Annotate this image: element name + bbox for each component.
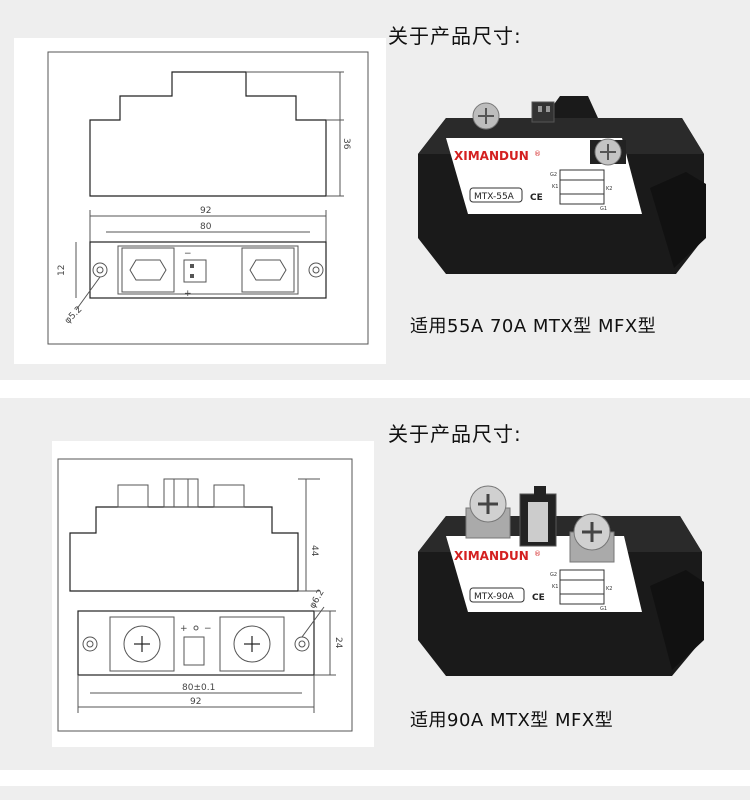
- pin-label-k2: K2: [606, 586, 612, 592]
- pin-label-k2: K2: [606, 186, 612, 192]
- brand-name: XIMANDUN: [454, 149, 529, 163]
- ce-mark: CE: [530, 193, 543, 203]
- pin-label-k1: K1: [552, 584, 558, 590]
- pin-label-g1: G1: [600, 206, 607, 212]
- dim-side-label: 12: [57, 265, 67, 276]
- section-caption: 适用55A 70A MTX型 MFX型: [410, 316, 657, 337]
- dim-height-label: 44: [309, 545, 319, 557]
- section-heading: 关于产品尺寸:: [388, 422, 522, 446]
- product-photo-mtx-90a: XIMANDUN ® MTX-90A CE G2 K1 K2 G1: [410, 480, 710, 680]
- technical-drawing-90a: 44 + − φ6.2 24 80±0.1 92: [52, 441, 374, 747]
- pin-label-k1: K1: [552, 184, 558, 190]
- model-badge: MTX-55A: [474, 192, 515, 202]
- terminal-plus-label: +: [184, 289, 192, 299]
- product-photo-mtx-55a: XIMANDUN ® MTX-55A CE G2 K1 K2 G1: [412, 88, 712, 278]
- pin-label-g2: G2: [550, 172, 557, 178]
- terminal-minus-label: −: [184, 249, 192, 259]
- dim-total-width-label: 92: [200, 206, 211, 216]
- section-heading: 关于产品尺寸:: [388, 24, 522, 48]
- terminal-minus-label: −: [204, 624, 212, 634]
- ce-mark: CE: [532, 593, 545, 603]
- dim-hole-label: φ5.2: [63, 305, 84, 326]
- dim-side-label: 24: [333, 637, 343, 649]
- dim-hole-spacing-label: 80: [200, 222, 212, 232]
- registered-mark: ®: [534, 150, 541, 158]
- section-band-3: [0, 786, 750, 800]
- dim-total-width-label: 92: [190, 697, 201, 707]
- model-badge: MTX-90A: [474, 592, 515, 602]
- terminal-plus-label: +: [180, 624, 188, 634]
- section-caption: 适用90A MTX型 MFX型: [410, 710, 614, 731]
- dim-hole-spacing-label: 80±0.1: [182, 683, 215, 693]
- pin-label-g1: G1: [600, 606, 607, 612]
- technical-drawing-55a: 36 92 80 − + 12 φ5.2: [14, 38, 386, 364]
- dim-height-label: 36: [341, 138, 351, 150]
- pin-label-g2: G2: [550, 572, 557, 578]
- brand-name: XIMANDUN: [454, 549, 529, 563]
- registered-mark: ®: [534, 550, 541, 558]
